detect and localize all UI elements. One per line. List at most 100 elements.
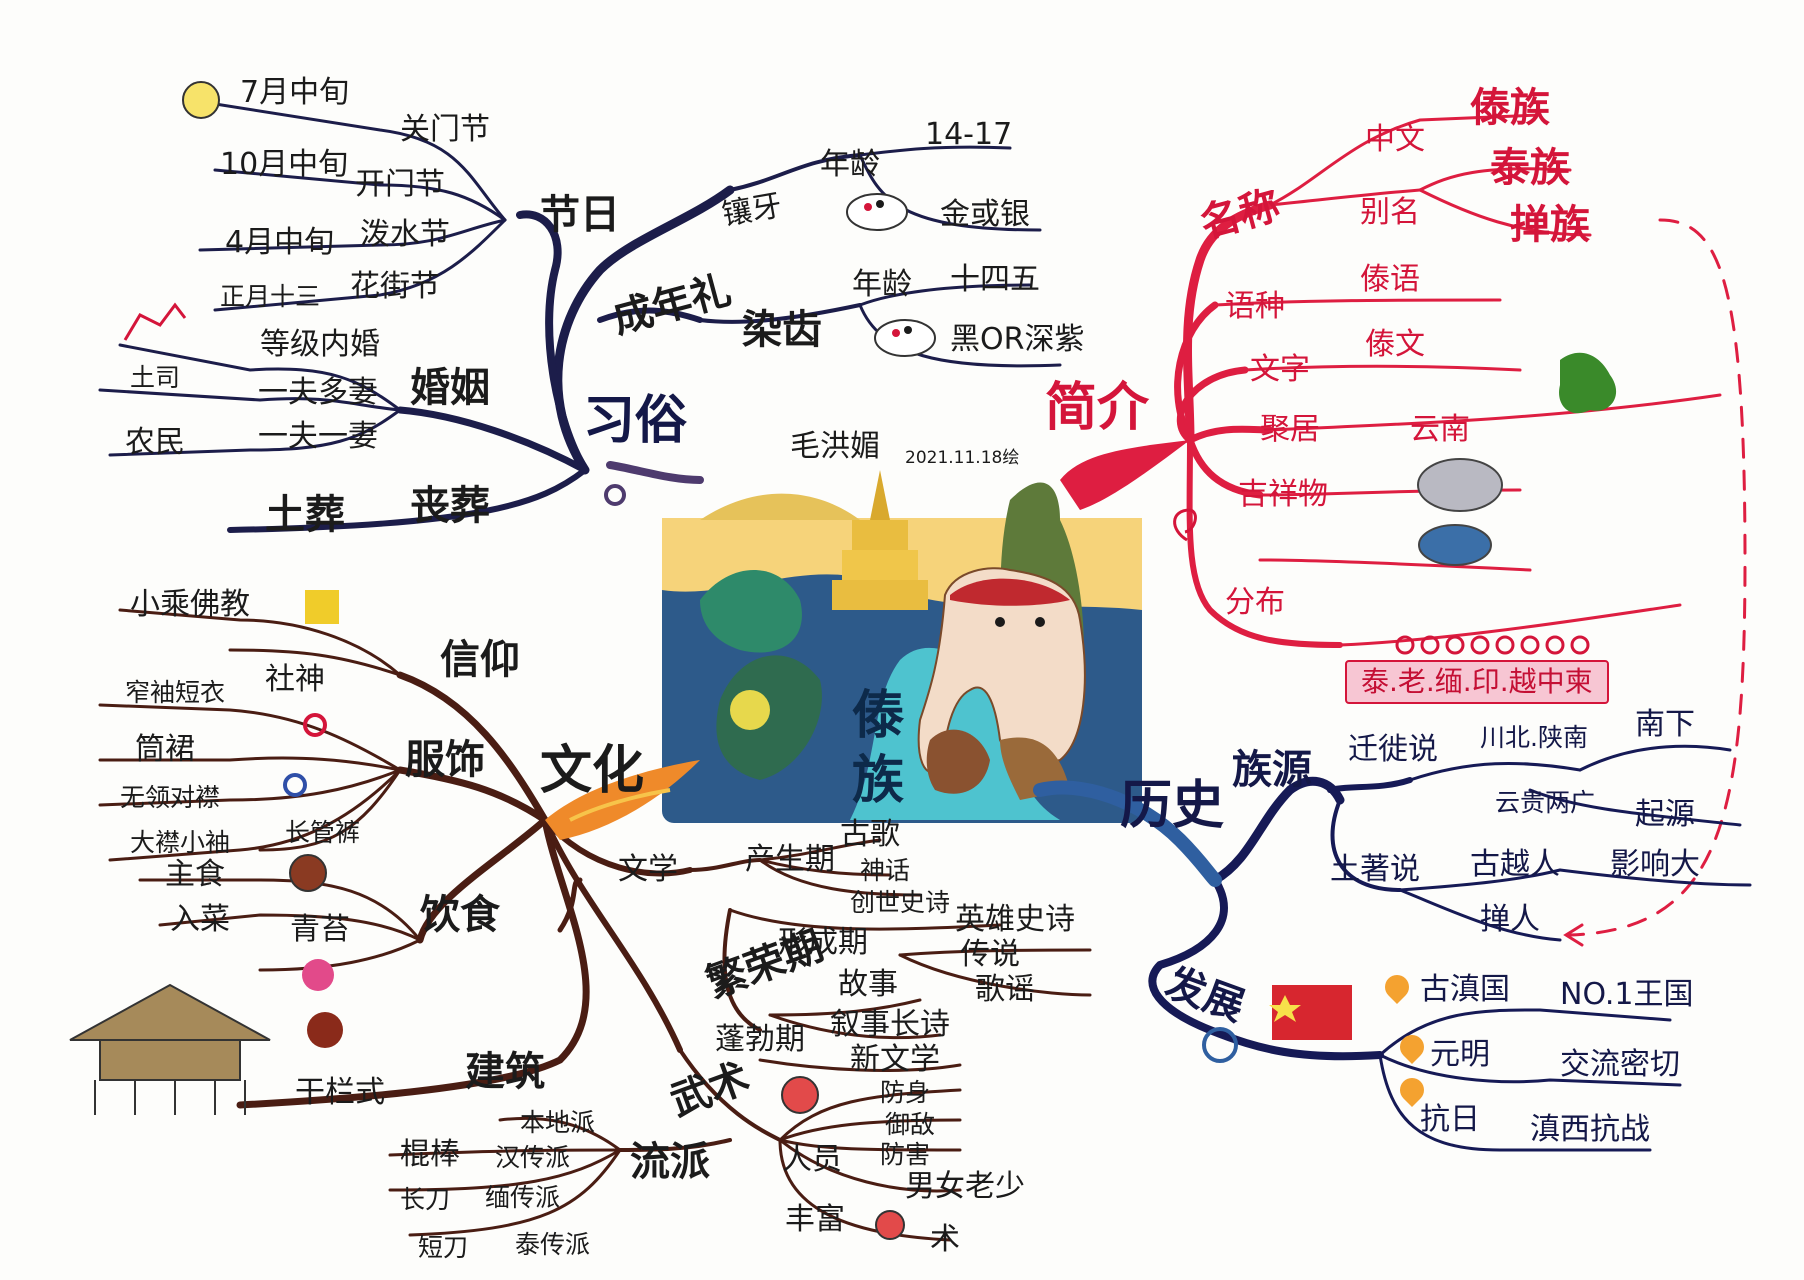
intro-branches xyxy=(1174,113,1747,947)
festival-4-date: 正月十三 xyxy=(220,282,321,311)
history-branches xyxy=(1148,744,1752,1152)
settlement-label: 聚居 xyxy=(1260,412,1320,447)
native-label: 土著说 xyxy=(1330,852,1420,887)
doodles xyxy=(69,81,1617,1240)
flower-icon xyxy=(302,959,334,991)
alias-label: 别名 xyxy=(1360,195,1420,230)
clothing-f-2: 筒裙 xyxy=(135,732,195,767)
moon-icon xyxy=(182,81,220,119)
school-2: 汉传派 xyxy=(495,1143,571,1172)
stage-1-era: 古滇国 xyxy=(1420,972,1510,1007)
teeth-inlay-age-label: 年龄 xyxy=(820,147,880,182)
period-2-item-2: 传说 xyxy=(960,937,1020,972)
origin-label: 族源 xyxy=(1232,747,1312,793)
people-who: 男女老少 xyxy=(905,1169,1025,1204)
weapon-3: 短刀 xyxy=(418,1233,469,1262)
people-use-1: 防身 xyxy=(880,1078,931,1107)
belief-2: 社神 xyxy=(265,662,325,697)
festival-1: 关门节 xyxy=(400,112,490,147)
distribution-ring xyxy=(1395,635,1590,655)
teeth-dye-age: 十四五 xyxy=(950,262,1040,297)
distribution-label: 分布 xyxy=(1225,585,1285,620)
funeral-form: 土葬 xyxy=(265,492,345,538)
people-label: 人员 xyxy=(782,1142,842,1177)
marriage-label: 婚姻 xyxy=(410,365,490,411)
script-label: 文字 xyxy=(1250,352,1310,387)
funeral-label: 丧葬 xyxy=(410,483,490,529)
alias-2: 掸族 xyxy=(1510,202,1590,248)
people-use-2: 御敌 xyxy=(885,1110,936,1139)
culture-branches xyxy=(98,608,1092,1242)
chinese-label: 中文 xyxy=(1365,122,1425,157)
festival-2-date: 10月中旬 xyxy=(220,147,349,182)
center-title-1: 傣 xyxy=(852,686,905,746)
target-icon xyxy=(781,1076,819,1114)
stage-3-era: 抗日 xyxy=(1420,1102,1480,1137)
period-1-item-1: 古歌 xyxy=(840,817,900,852)
native-impact: 影响大 xyxy=(1610,847,1700,882)
stage-3-note: 滇西抗战 xyxy=(1530,1112,1650,1147)
palette-icon-2 xyxy=(874,319,936,357)
rice-bowl-icon xyxy=(289,854,327,892)
period-2-item-1: 英雄史诗 xyxy=(955,902,1075,937)
settlement-value: 云南 xyxy=(1410,412,1470,447)
culture-title: 文化 xyxy=(540,741,645,801)
clothing-m-1: 无领对襟 xyxy=(120,783,221,812)
food-2-val: 青苔 xyxy=(290,912,350,947)
intro-title: 简介 xyxy=(1045,378,1150,438)
teeth-inlay-age: 14-17 xyxy=(925,117,1013,152)
weapon-2: 长刀 xyxy=(400,1185,451,1214)
architecture-style: 干栏式 xyxy=(295,1075,385,1110)
architecture-label: 建筑 xyxy=(465,1049,545,1095)
belief-label: 信仰 xyxy=(440,637,520,683)
migration-label: 迁徙说 xyxy=(1348,732,1438,767)
festival-3: 泼水节 xyxy=(360,217,450,252)
period-2-item-3: 歌谣 xyxy=(975,972,1035,1007)
festival-3-date: 4月中旬 xyxy=(225,225,335,260)
native-linked: 掸人 xyxy=(1480,902,1540,937)
teeth-inlay-material: 金或银 xyxy=(940,197,1030,232)
festival-1-date: 7月中旬 xyxy=(240,75,350,110)
period-4-item-1: 新文学 xyxy=(850,1042,940,1077)
male-icon xyxy=(283,773,307,797)
swastika-icon xyxy=(305,590,339,624)
female-icon xyxy=(303,713,327,737)
palette-icon xyxy=(846,193,908,231)
teeth-dye-age-label: 年龄 xyxy=(852,267,912,302)
migration-dir: 南下 xyxy=(1635,707,1695,742)
mascot-label: 吉祥物 xyxy=(1238,477,1328,512)
stilt-house-icon xyxy=(69,983,271,1115)
roof-icon xyxy=(123,302,187,341)
marriage-form-1: 一夫多妻 xyxy=(258,375,378,410)
marriage-class-2: 农民 xyxy=(125,425,185,460)
marriage-class-1: 土司 xyxy=(130,363,181,392)
school-3: 缅传派 xyxy=(485,1183,561,1212)
stage-2-era: 元明 xyxy=(1430,1037,1490,1072)
school-1: 本地派 xyxy=(520,1108,596,1137)
native-ancestor: 古越人 xyxy=(1470,847,1560,882)
rich-value: 术 xyxy=(930,1222,960,1257)
center-title-2: 族 xyxy=(852,751,905,811)
clothing-m-2: 大襟小袖 xyxy=(130,828,231,857)
chinese-name: 傣族 xyxy=(1470,85,1550,131)
schools-label: 流派 xyxy=(630,1139,710,1185)
festival-2: 开门节 xyxy=(355,167,445,202)
elephant-icon xyxy=(1417,458,1503,512)
clothing-f-1: 窄袖短衣 xyxy=(125,678,226,707)
period-4: 蓬勃期 xyxy=(715,1022,805,1057)
distribution-value: 泰.老.缅.印.越中柬 xyxy=(1345,660,1609,704)
clothing-m-3: 长管裤 xyxy=(285,818,361,847)
stage-1-note: NO.1王国 xyxy=(1560,977,1694,1012)
period-1-item-2: 神话 xyxy=(860,856,911,885)
food-1-key: 主食 xyxy=(165,857,225,892)
peacock-icon xyxy=(1418,524,1492,566)
period-2: 形成期 xyxy=(778,925,868,960)
period-1: 产生期 xyxy=(745,842,835,877)
people-use-3: 防害 xyxy=(880,1140,931,1169)
teeth-dye-material: 黑OR深紫 xyxy=(950,322,1085,357)
author: 毛洪媚 xyxy=(790,429,880,464)
migration-place: 云贵两广 xyxy=(1495,788,1596,817)
teeth-dye-label: 染齿 xyxy=(742,307,822,353)
jar-icon xyxy=(307,1012,343,1048)
